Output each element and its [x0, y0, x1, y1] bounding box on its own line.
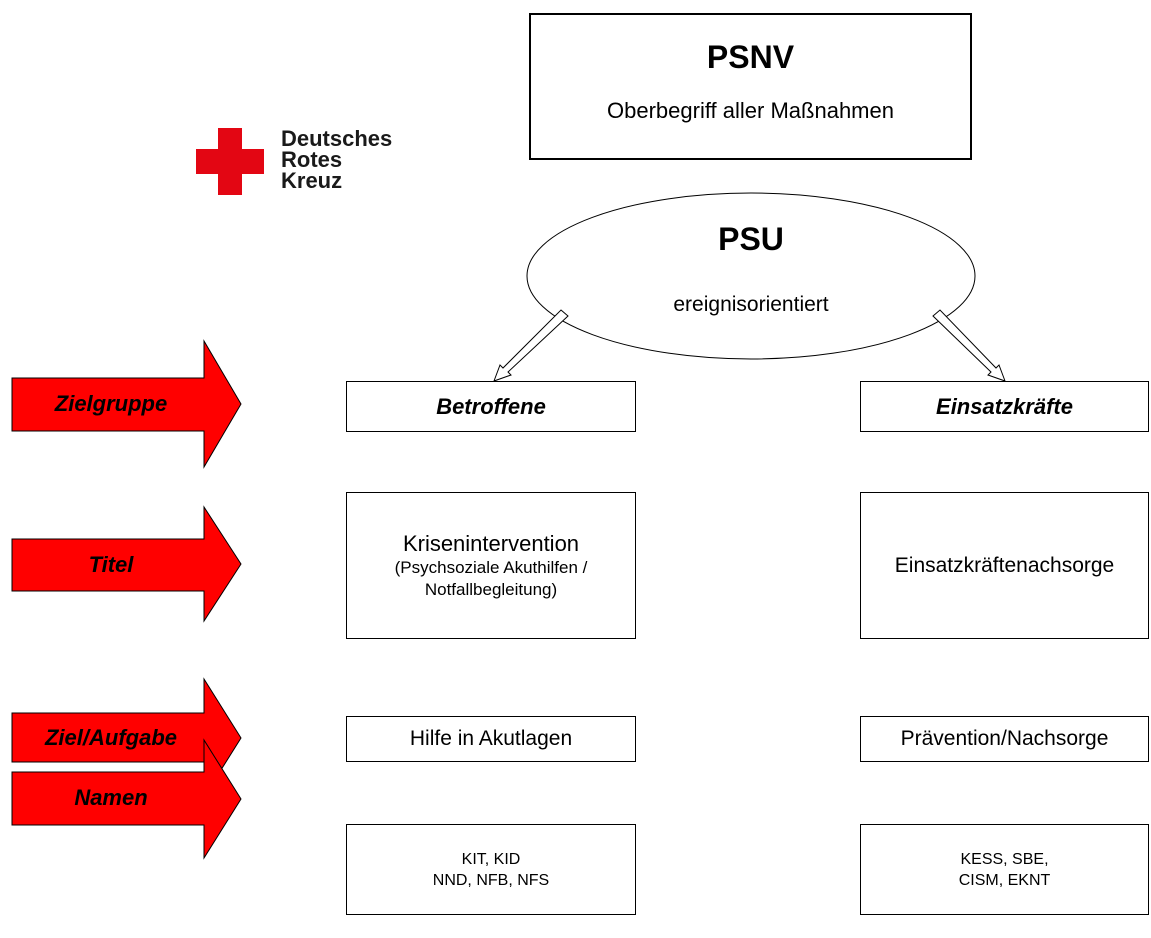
aufgabe-praevention: Prävention/Nachsorge — [900, 727, 1109, 750]
box-betroffene: Betroffene — [346, 381, 636, 432]
psu-subtitle: ereignisorientiert — [673, 293, 829, 316]
namen-right-line1: KESS, SBE, — [960, 850, 1049, 868]
box-einsatzkraefte: Einsatzkräfte — [860, 381, 1149, 432]
arrow-namen-shape — [11, 738, 242, 860]
namen-left-line1: KIT, KID — [461, 850, 521, 868]
box-namen-right: KESS, SBE, CISM, EKNT — [860, 824, 1149, 915]
logo-line-3: Kreuz — [281, 168, 343, 193]
box-einsatzkraeftenachsorge: Einsatzkräftenachsorge — [860, 492, 1149, 639]
titel-krisenintervention-sub2: Notfallbegleitung) — [424, 579, 558, 599]
arrow-ziel-aufgabe — [11, 677, 242, 799]
psu-ellipse — [526, 192, 976, 360]
titel-krisenintervention-sub1: (Psychsoziale Akuthilfen / — [394, 557, 588, 577]
drk-logo-text: Deutsches Rotes Kreuz — [281, 126, 393, 193]
label-titel: Titel — [88, 552, 134, 577]
logo-line-2: Rotes — [281, 147, 343, 172]
namen-left-line2: NND, NFB, NFS — [432, 871, 550, 889]
aufgabe-hilfe: Hilfe in Akutlagen — [409, 727, 573, 750]
psnv-title: PSNV — [706, 39, 795, 75]
label-namen: Namen — [74, 785, 148, 810]
box-hilfe-akutlagen: Hilfe in Akutlagen — [346, 716, 636, 762]
arrow-zielgruppe — [11, 339, 242, 469]
connector-arrow-left — [493, 309, 569, 382]
red-cross-logo-icon — [196, 128, 264, 195]
label-ziel-aufgabe: Ziel/Aufgabe — [44, 725, 177, 750]
arrow-titel — [11, 505, 242, 623]
label-zielgruppe: Zielgruppe — [54, 391, 168, 416]
titel-krisenintervention: Krisenintervention — [402, 530, 580, 556]
box-krisenintervention: Krisenintervention (Psychsoziale Akuthil… — [346, 492, 636, 639]
connector-arrow-right — [932, 309, 1006, 382]
box-praevention: Prävention/Nachsorge — [860, 716, 1149, 762]
box-namen-left: KIT, KID NND, NFB, NFS — [346, 824, 636, 915]
psu-title: PSU — [718, 221, 784, 257]
logo-line-1: Deutsches — [281, 126, 393, 151]
titel-einsatzkraeftenachsorge: Einsatzkräftenachsorge — [894, 553, 1115, 577]
psnv-subtitle: Oberbegriff aller Maßnahmen — [607, 98, 894, 123]
psnv-box: PSNV Oberbegriff aller Maßnahmen — [529, 13, 972, 160]
zielgruppe-betroffene: Betroffene — [436, 393, 546, 419]
namen-right-line2: CISM, EKNT — [958, 871, 1051, 889]
zielgruppe-einsatzkraefte: Einsatzkräfte — [936, 393, 1073, 419]
